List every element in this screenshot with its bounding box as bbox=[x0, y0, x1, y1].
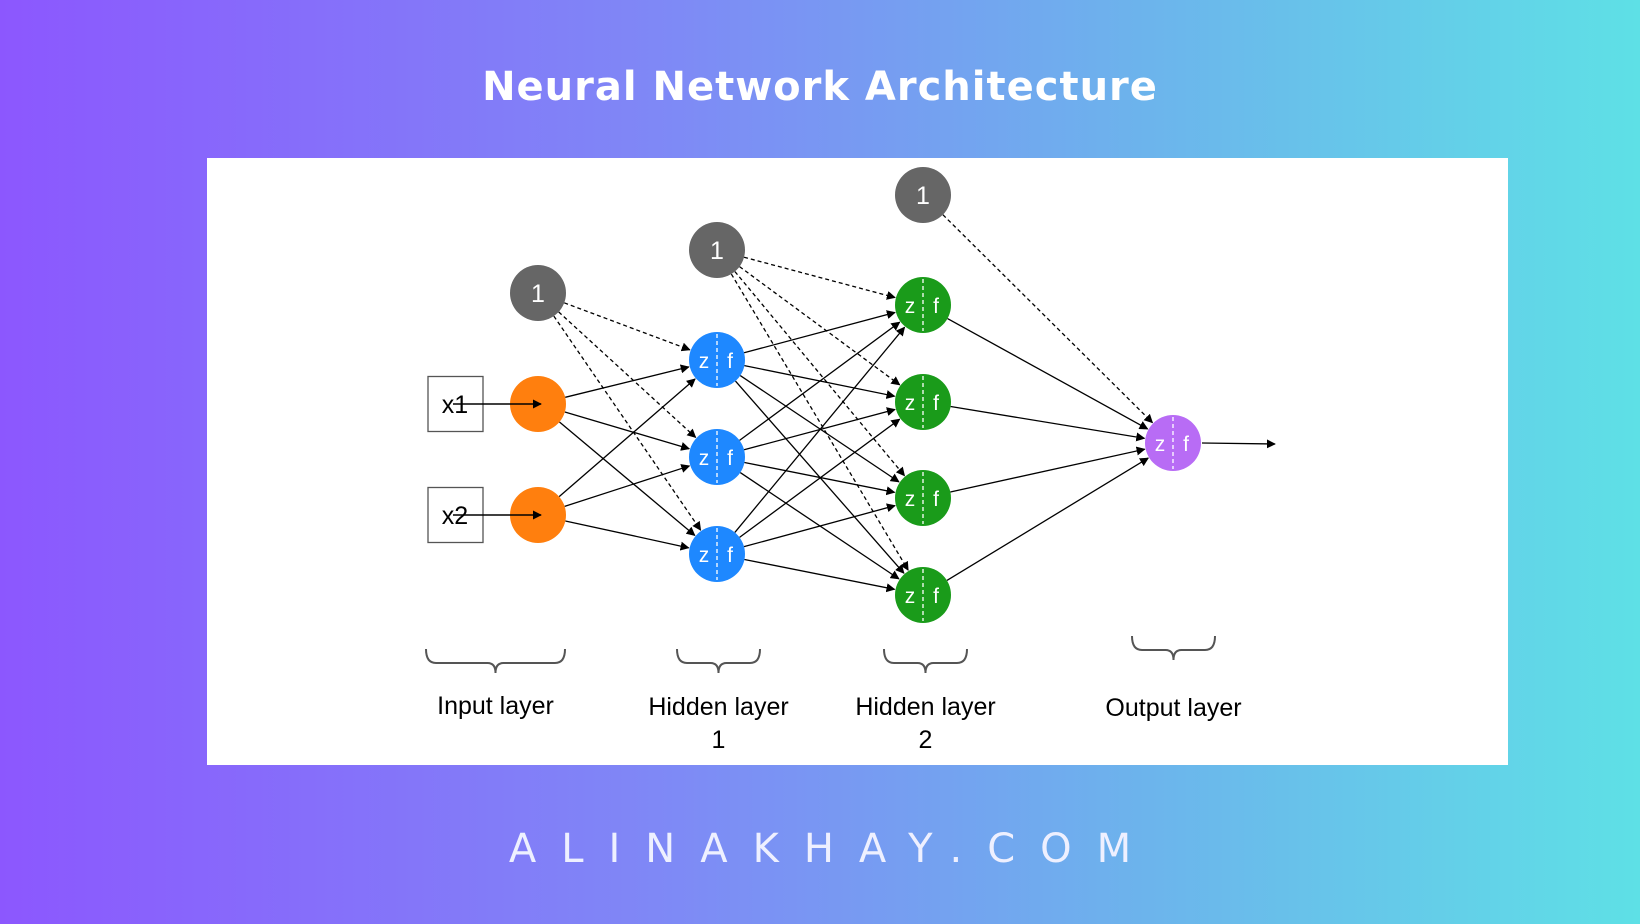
bias-edge-2-to-1 bbox=[739, 266, 901, 386]
weight-edge-l1-0-to-0 bbox=[743, 310, 896, 354]
weight-edge-l2-1-to-0 bbox=[950, 405, 1146, 442]
neuron-f-label: f bbox=[1183, 433, 1189, 456]
output-neuron-1 bbox=[1145, 415, 1201, 471]
brace-input bbox=[425, 648, 566, 674]
neuron-f-label: f bbox=[933, 392, 939, 415]
bias-edge-1-to-1 bbox=[558, 311, 697, 439]
neuron-f-label: f bbox=[727, 544, 733, 567]
weight-edge-l1-2-to-1 bbox=[739, 418, 901, 538]
neuron-z-label: z bbox=[699, 350, 710, 373]
layer-label-hidden1-line-2: 1 bbox=[712, 726, 726, 754]
hidden2-neuron-2 bbox=[895, 374, 951, 430]
input-label-x2: x2 bbox=[442, 502, 468, 530]
weight-edge-l0-0-to-0 bbox=[565, 364, 690, 398]
brace-hidden1 bbox=[676, 648, 761, 674]
neuron-z-label: z bbox=[699, 447, 710, 470]
hidden1-neuron-1 bbox=[689, 332, 745, 388]
bias-label: 1 bbox=[710, 237, 724, 265]
neuron-f-label: f bbox=[933, 585, 939, 608]
bias-edge-2-to-2 bbox=[734, 271, 906, 477]
weight-edge-l2-2-to-0 bbox=[950, 446, 1146, 493]
weight-edge-l1-2-to-0 bbox=[734, 326, 906, 533]
weight-edge-l2-0-to-0 bbox=[947, 317, 1149, 430]
weight-edge-l0-1-to-0 bbox=[558, 378, 696, 498]
layer-label-hidden1-line-1: Hidden layer bbox=[648, 693, 788, 721]
weight-edge-l1-2-to-2 bbox=[743, 503, 896, 548]
neuron-z-label: z bbox=[1155, 433, 1166, 456]
neuron-f-label: f bbox=[933, 295, 939, 318]
neuron-z-label: z bbox=[905, 295, 916, 318]
input-label-x1: x1 bbox=[442, 391, 468, 419]
footer-brand: ALINAKHAY.COM bbox=[508, 826, 1157, 872]
neuron-z-label: z bbox=[905, 585, 916, 608]
weight-edge-l1-0-to-2 bbox=[739, 375, 900, 483]
neuron-f-label: f bbox=[933, 488, 939, 511]
weight-edge-l1-2-to-3 bbox=[744, 558, 896, 593]
neuron-z-label: z bbox=[699, 544, 710, 567]
bias-node-1 bbox=[510, 265, 566, 321]
bias-edge-2-to-3 bbox=[730, 273, 909, 571]
bias-edge-1-to-0 bbox=[563, 302, 691, 352]
bias-edge-2-to-0 bbox=[743, 256, 896, 300]
weight-edge-l1-1-to-0 bbox=[739, 321, 901, 441]
layer-label-input-line-1: Input layer bbox=[437, 692, 554, 720]
neuron-f-label: f bbox=[727, 350, 733, 373]
bias-edge-3-to-0 bbox=[942, 214, 1154, 424]
bias-node-2 bbox=[689, 222, 745, 278]
output-arrow bbox=[1201, 439, 1276, 449]
weight-edge-l0-1-to-2 bbox=[565, 520, 690, 551]
weight-edge-l2-3-to-0 bbox=[946, 457, 1149, 582]
weight-edge-l0-0-to-2 bbox=[559, 421, 696, 536]
hidden2-neuron-4 bbox=[895, 567, 951, 623]
bias-edge-1-to-2 bbox=[553, 315, 702, 531]
hidden1-neuron-3 bbox=[689, 526, 745, 582]
layer-label-hidden2-line-1: Hidden layer bbox=[855, 693, 995, 721]
neuron-z-label: z bbox=[905, 488, 916, 511]
hidden1-neuron-2 bbox=[689, 429, 745, 485]
bias-label: 1 bbox=[531, 280, 545, 308]
layer-label-hidden2-line-2: 2 bbox=[919, 726, 933, 754]
neuron-z-label: z bbox=[905, 392, 916, 415]
page-title: Neural Network Architecture bbox=[482, 64, 1158, 110]
brace-hidden2 bbox=[883, 648, 968, 674]
hidden2-neuron-1 bbox=[895, 277, 951, 333]
neuron-f-label: f bbox=[727, 447, 733, 470]
weight-edge-l0-0-to-1 bbox=[564, 411, 691, 451]
weight-edge-l0-1-to-1 bbox=[564, 464, 691, 507]
brace-output bbox=[1131, 635, 1216, 661]
layer-label-output-line-1: Output layer bbox=[1105, 694, 1241, 722]
bias-node-3 bbox=[895, 167, 951, 223]
weight-edge-l1-1-to-2 bbox=[744, 461, 896, 496]
hidden2-neuron-3 bbox=[895, 470, 951, 526]
bias-label: 1 bbox=[916, 182, 930, 210]
